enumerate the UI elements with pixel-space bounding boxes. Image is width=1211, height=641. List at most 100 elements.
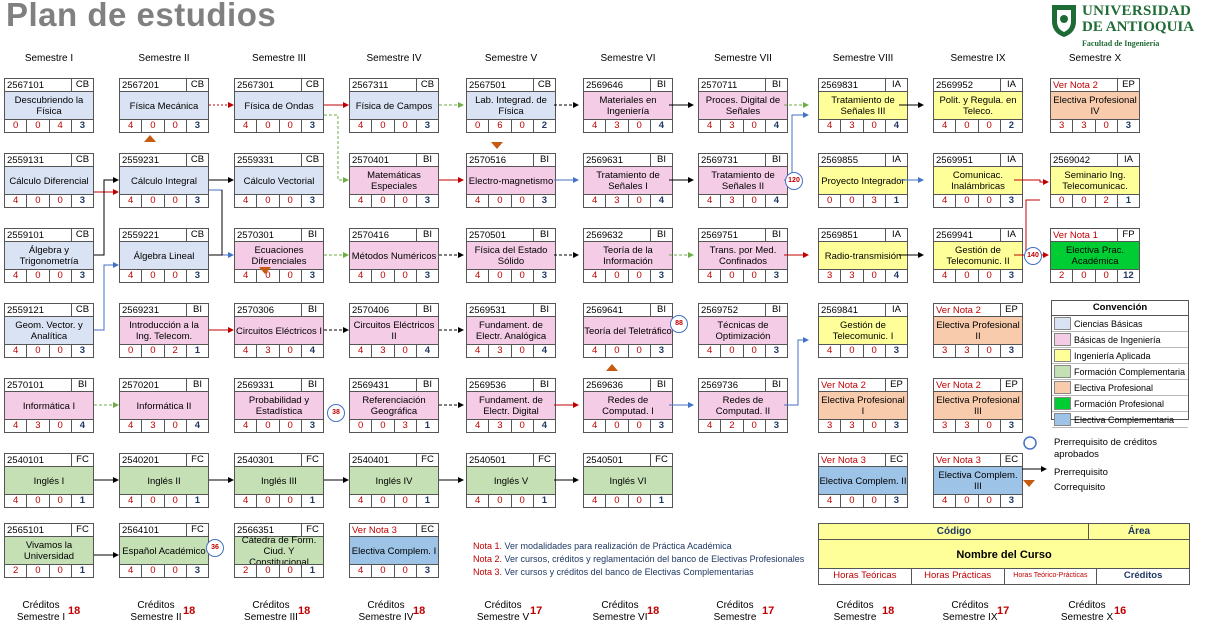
course-name: Cálculo Integral — [130, 175, 197, 187]
course-area: BI — [71, 379, 93, 391]
hours-theory: 4 — [120, 420, 143, 432]
course-credits: 3 — [541, 270, 548, 281]
course-credits: 3 — [79, 195, 86, 206]
hours-practice: 6 — [489, 120, 512, 132]
course-area: BI — [301, 304, 323, 316]
key-name: Nombre del Curso — [956, 549, 1052, 561]
hours-theory-practice: 0 — [50, 420, 72, 432]
hours-practice: 0 — [606, 345, 629, 357]
course-credits: 3 — [658, 345, 665, 356]
hours-practice: 0 — [956, 495, 979, 507]
course-area: BI — [650, 154, 672, 166]
hours-theory: 4 — [934, 195, 957, 207]
credits-semester: Semestre III — [244, 612, 298, 623]
course-area: CB — [416, 79, 438, 91]
hours-theory-practice: 0 — [864, 270, 886, 282]
semester-header: Semestre VII — [714, 53, 772, 64]
course-credits: 3 — [1008, 345, 1015, 356]
hours-theory: 4 — [699, 270, 722, 282]
course-name: Cálculo Vectorial — [243, 175, 315, 187]
hours-theory: 3 — [819, 270, 842, 282]
course-credits: 3 — [194, 195, 201, 206]
course-area: EC — [416, 524, 438, 536]
hours-practice: 3 — [721, 195, 744, 207]
hours-theory-practice: 0 — [165, 495, 187, 507]
course-code: 2540201 — [122, 455, 159, 466]
hours-practice: 0 — [1073, 195, 1096, 207]
course-code: 2569731 — [701, 155, 738, 166]
course-area: IA — [885, 304, 907, 316]
course-credits: 3 — [773, 420, 780, 431]
shield-icon — [1052, 5, 1076, 37]
course-name: Radio-transmisión — [824, 250, 902, 262]
credit-prereq-circle: 88 — [670, 315, 688, 333]
